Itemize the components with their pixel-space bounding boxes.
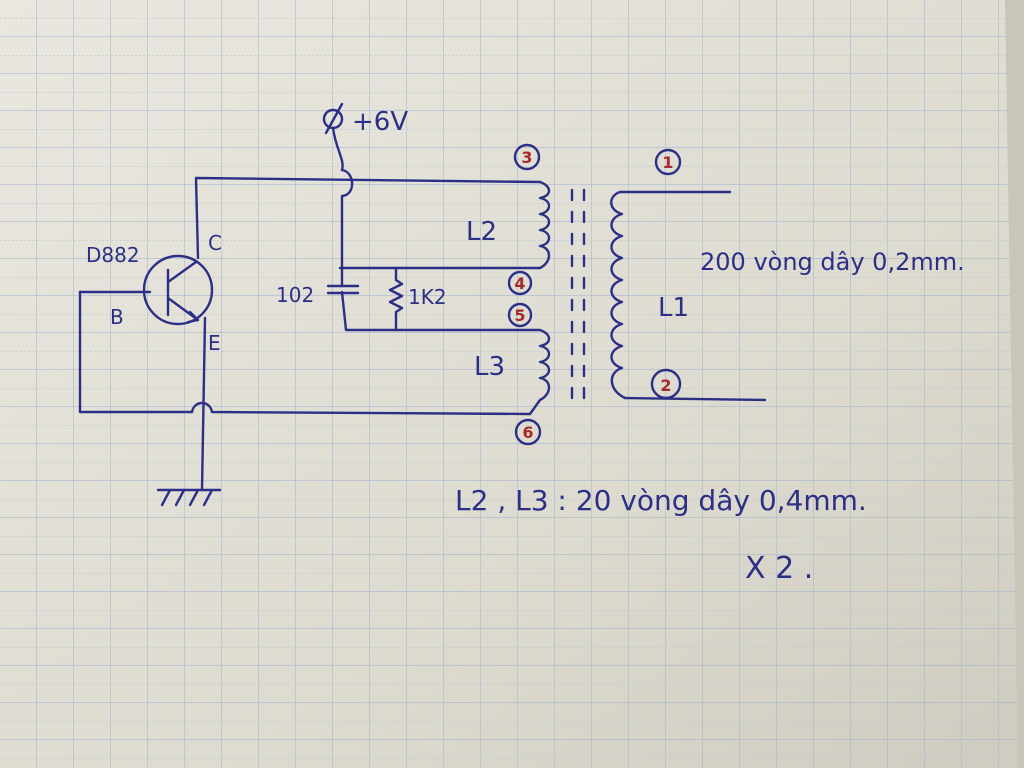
collector-label: C	[208, 231, 222, 255]
ground-symbol	[156, 488, 222, 507]
secondary-winding-note: L2 , L3 : 20 vòng dây 0,4mm.	[455, 484, 867, 517]
pin-2: 2	[660, 376, 671, 395]
coil-l2: L2	[466, 180, 551, 270]
pin-6: 6	[522, 423, 533, 442]
capacitor: 102	[276, 283, 360, 307]
coil-l3: L3	[474, 328, 551, 416]
l2-label: L2	[466, 217, 497, 247]
pin-markers: 3 4 5 6 1 2	[507, 143, 682, 446]
pin-5: 5	[514, 306, 525, 325]
primary-winding-note: 200 vòng dây 0,2mm.	[700, 248, 965, 276]
transistor-model: D882	[86, 243, 140, 267]
pin-3: 3	[521, 148, 532, 167]
transformer-core	[570, 188, 586, 402]
quantity-note: X 2 .	[745, 551, 813, 586]
l1-label: L1	[658, 293, 689, 323]
resistor: 1K2	[388, 266, 447, 332]
capacitor-label: 102	[276, 283, 314, 307]
wires	[78, 126, 767, 492]
transistor: D882 C B E	[86, 231, 222, 355]
pin-4: 4	[514, 274, 525, 293]
paper-edge-shadow	[1005, 0, 1024, 768]
resistor-label: 1K2	[408, 285, 447, 309]
supply-label: +6V	[352, 107, 408, 137]
emitter-label: E	[208, 331, 221, 355]
pin-1: 1	[662, 153, 673, 172]
base-label: B	[110, 305, 124, 329]
coil-l1: L1	[610, 190, 689, 400]
l3-label: L3	[474, 352, 505, 382]
